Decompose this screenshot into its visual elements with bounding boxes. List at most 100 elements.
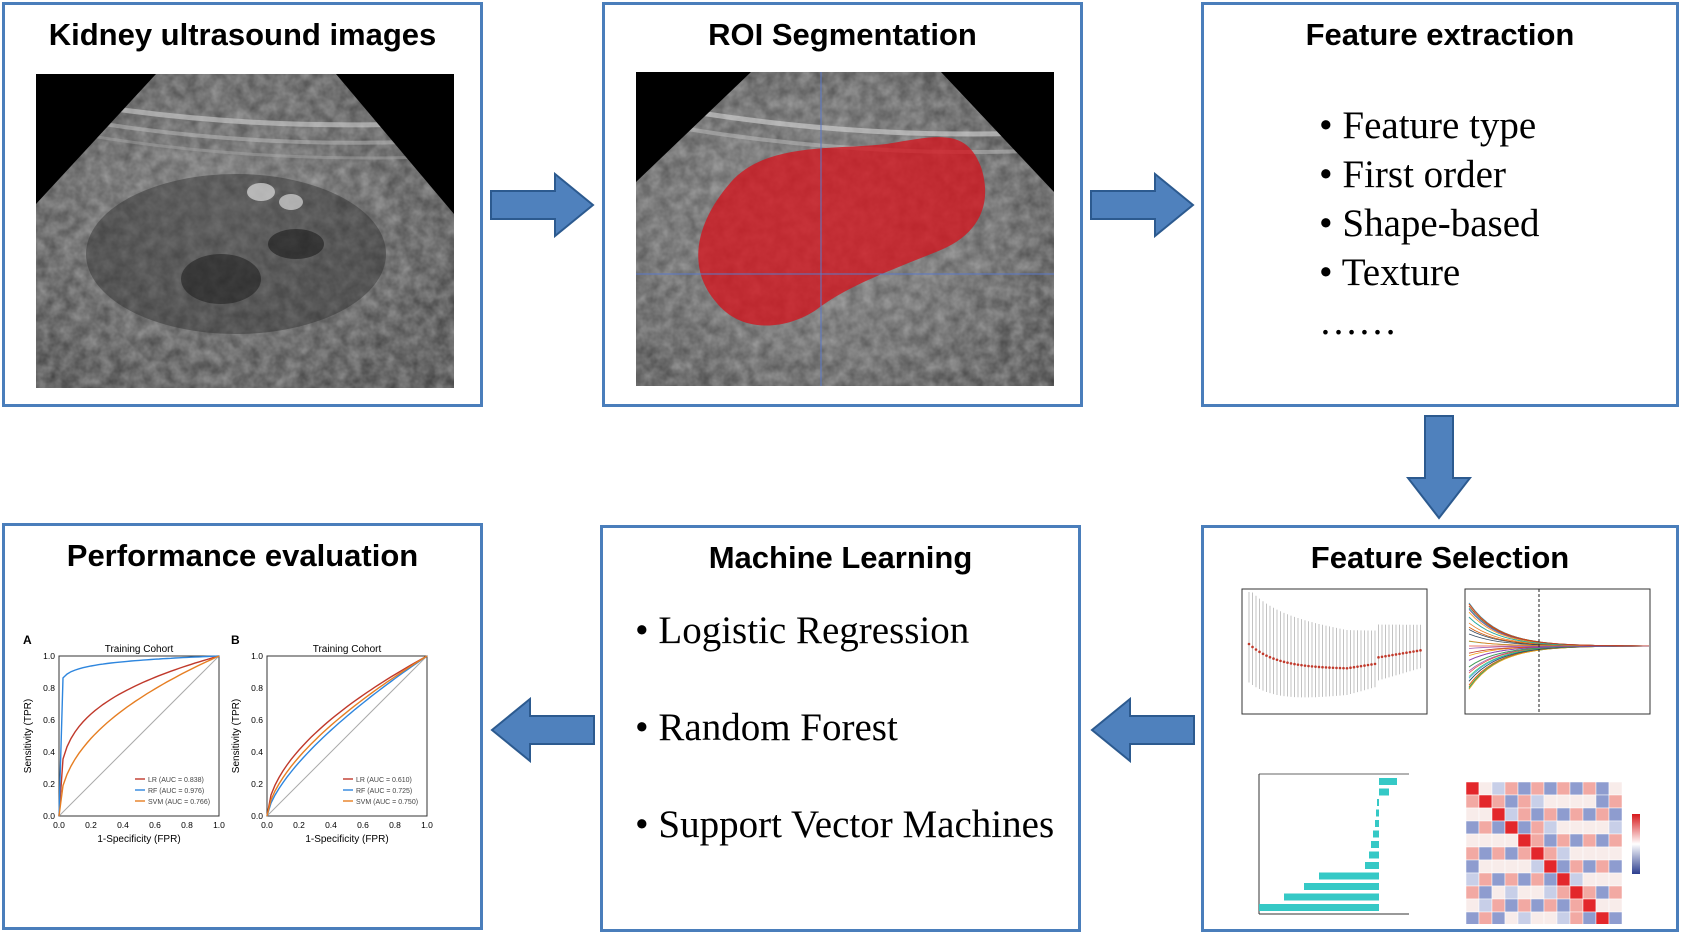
heatmap-cell [1595,807,1610,822]
feature-weight-bar [1284,893,1379,901]
heatmap-cell [1465,781,1480,796]
heatmap-cell [1504,820,1519,835]
cv-point [1359,664,1363,668]
roc-y-axis-label: Sensitivity (TPR) [23,699,34,773]
cv-point [1338,666,1342,670]
cv-point [1405,651,1408,655]
heatmap-cell [1543,794,1558,809]
heatmap-cell [1478,885,1493,900]
cv-point [1303,664,1307,667]
heatmap-cell [1465,885,1480,900]
cv-point [1419,649,1422,652]
feature-list-item: • Texture [1319,251,1461,294]
cv-point [1251,645,1254,649]
cv-point [1331,666,1335,670]
heatmap-cell [1478,859,1493,874]
y-tick-label: 0.0 [43,811,55,821]
y-tick-label: 0.4 [251,747,263,757]
cv-point [1391,653,1394,657]
heatmap-cell [1517,820,1532,835]
heatmap-cell [1504,807,1519,822]
heatmap-cell [1530,859,1545,874]
cv-point [1335,666,1338,670]
cv-point [1289,662,1293,665]
cv-point [1373,662,1377,666]
heatmap-cell [1543,911,1558,924]
cv-point [1293,662,1296,666]
heatmap-cell [1517,781,1532,796]
heatmap-cell [1504,859,1519,874]
heatmap-cell [1543,859,1558,874]
heatmap-cell [1530,911,1545,924]
feature-list-item: • Shape-based [1319,202,1540,245]
heatmap-cell [1556,807,1571,822]
classifier-list-item: • Support Vector Machines [635,803,1055,846]
heatmap-cell [1504,885,1519,900]
roc-diagonal [266,655,428,817]
roc-title: Training Cohort [105,644,174,655]
heatmap-cell [1478,807,1493,822]
x-tick-label: 0.8 [181,820,193,830]
right-arrow-icon [490,172,595,238]
feature-weight-bar [1373,830,1379,838]
y-tick-label: 0.6 [251,715,263,725]
heatmap-cell [1504,898,1519,913]
roc-x-axis-label: 1-Specificity (FPR) [97,834,180,845]
x-tick-label: 0.2 [85,820,97,830]
x-tick-label: 1.0 [421,820,433,830]
cv-point [1398,652,1401,656]
legend-entry: SVM (AUC = 0.750) [356,799,418,806]
heatmap-cell [1543,846,1558,861]
heatmap-cell [1543,820,1558,835]
cv-point [1275,658,1279,662]
cv-point [1321,665,1324,669]
feature-selection-box: Feature Selection [1201,525,1679,932]
heatmap-cell [1582,898,1597,913]
roc-diagonal [58,655,220,817]
heatmap-cell [1517,872,1532,887]
heatmap-cell [1556,781,1571,796]
heatmap-cell [1530,846,1545,861]
cv-point [1380,655,1384,659]
heatmap-cell [1556,898,1571,913]
heatmap-cell [1465,911,1480,924]
cv-point [1254,648,1258,651]
heatmap-cell [1465,820,1480,835]
lasso-cv-plot [1241,588,1428,715]
cv-point [1363,664,1366,667]
cv-point [1296,663,1300,666]
correlation-heatmap [1465,781,1640,924]
heatmap-cell [1608,846,1623,861]
heatmap-cell [1478,820,1493,835]
y-tick-label: 0.6 [43,715,55,725]
heatmap-cell [1569,898,1584,913]
classifier-list-item: • Logistic Regression [635,609,970,652]
cv-point [1268,655,1272,659]
heatmap-cell [1478,911,1493,924]
heatmap-cell [1582,807,1597,822]
roc-curve-svm [58,655,220,817]
heatmap-cell [1478,898,1493,913]
roi-segmentation-box: ROI Segmentation [602,2,1083,407]
heatmap-cell [1530,794,1545,809]
heatmap-cell [1491,872,1506,887]
heatmap-cell [1543,898,1558,913]
x-tick-label: 0.4 [117,820,129,830]
heatmap-cell [1491,833,1506,848]
heatmap-cell [1517,807,1532,822]
heatmap-cell [1608,820,1623,835]
cv-point [1370,663,1373,666]
heatmap-cell [1608,872,1623,887]
cv-point [1412,650,1415,653]
heatmap-cell [1556,833,1571,848]
feature-weight-bar [1376,809,1379,817]
heatmap-cell [1478,846,1493,861]
x-tick-label: 0.2 [293,820,305,830]
feature-list-item: • First order [1319,153,1506,196]
heatmap-cell [1569,846,1584,861]
x-tick-label: 0.6 [149,820,161,830]
heatmap-cell [1504,872,1519,887]
heatmap-cell [1517,794,1532,809]
cv-point [1401,651,1405,655]
